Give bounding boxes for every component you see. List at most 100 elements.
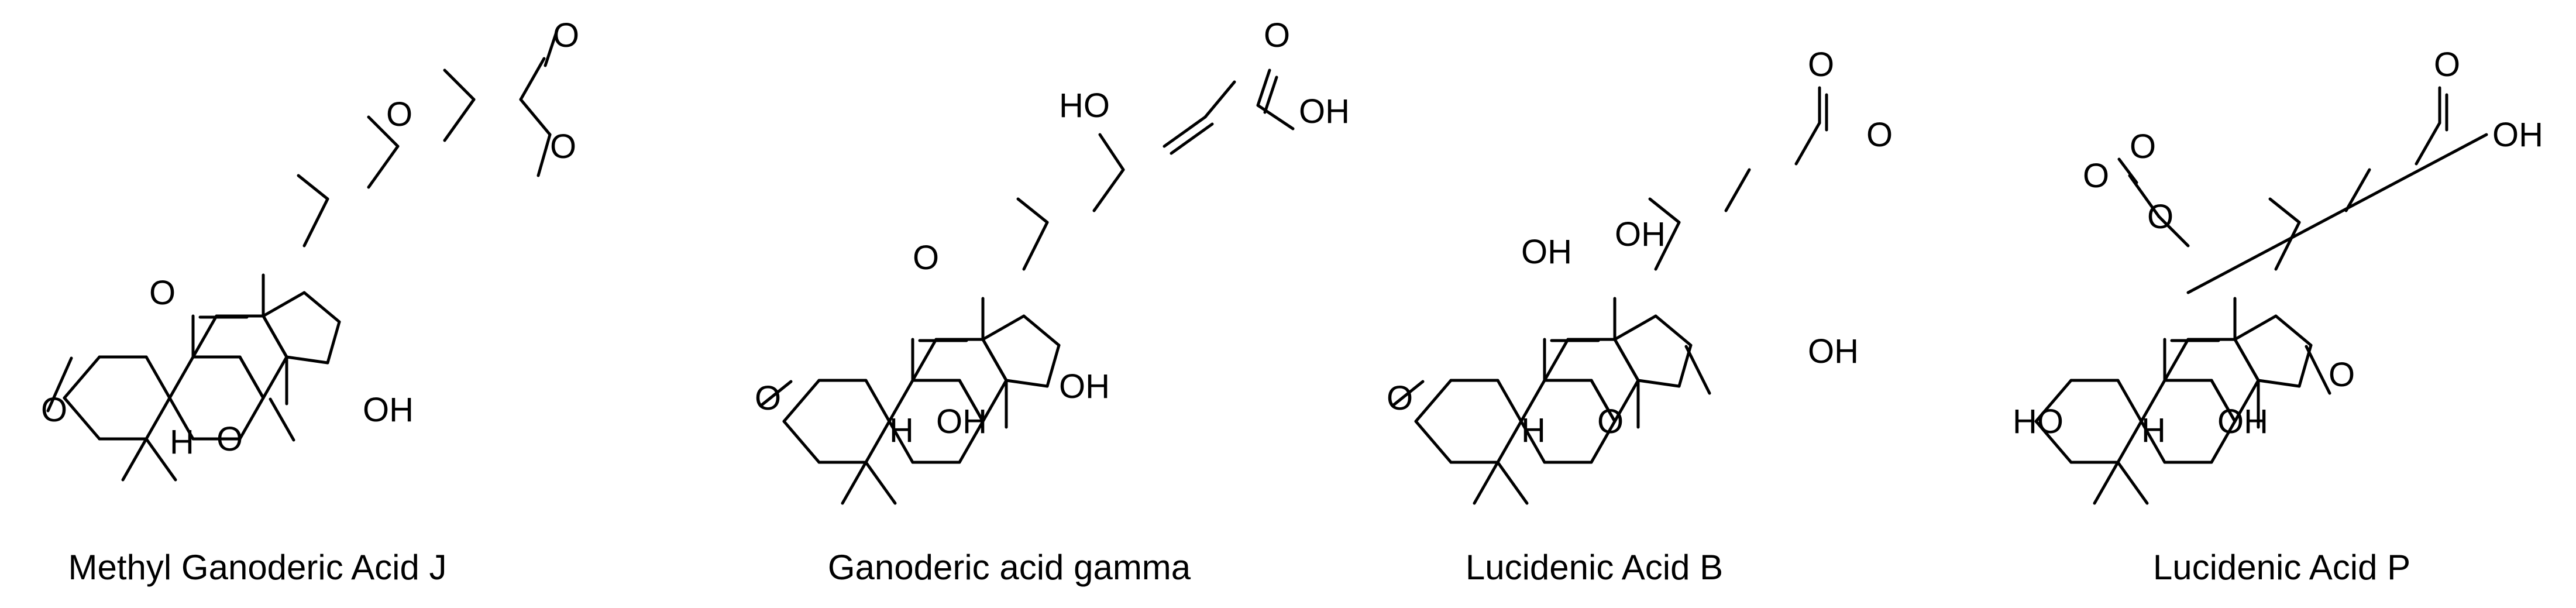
ring-c-bond <box>1590 379 1617 423</box>
ring-c-bond <box>2233 379 2260 423</box>
atom-label: O <box>216 420 243 458</box>
ring-b-bond <box>238 396 265 441</box>
side-chain-bond <box>367 115 400 148</box>
side-chain-bond <box>443 98 476 142</box>
side-chain-bond <box>1022 221 1049 271</box>
ring-d-bond <box>302 291 341 324</box>
methyl-bond <box>121 437 148 482</box>
ring-d-bond <box>1022 314 1061 347</box>
ring-b-bond <box>888 420 914 464</box>
ring-d-bond <box>262 314 288 359</box>
atom-label: OH <box>1615 215 1666 253</box>
atom-label: OH <box>2492 116 2543 154</box>
atom-label: OH <box>936 403 987 441</box>
ring-a-bond <box>1414 420 1453 464</box>
atom-label: H <box>1521 411 1546 449</box>
double-bond <box>1684 345 1711 395</box>
ring-d-bond <box>285 355 329 365</box>
ring-d-bond <box>1613 338 1640 382</box>
ring-d-bond <box>1045 343 1061 388</box>
ring-b-bond <box>2140 379 2166 423</box>
ring-d-bond <box>1005 379 1049 388</box>
methyl-bond <box>841 461 868 505</box>
ring-b-bond <box>1519 379 1546 423</box>
double-bond <box>1263 75 1278 114</box>
methyl-bond <box>1496 461 1529 505</box>
ring-a-bond <box>63 396 101 441</box>
atom-label: O <box>1866 116 1893 154</box>
ring-a-bond <box>2116 379 2143 423</box>
atom-label: O <box>550 128 576 166</box>
ring-b-bond <box>888 379 914 423</box>
side-chain-bond <box>1098 133 1125 171</box>
ring-d-bond <box>2257 379 2301 388</box>
atom-label: O <box>1264 16 1290 54</box>
ring-a-bond <box>1414 379 1453 423</box>
ring-d-bond <box>1613 314 1657 341</box>
ring-b-bond <box>2140 420 2166 464</box>
ring-b-bond <box>168 396 195 441</box>
atom-label: H <box>170 423 194 461</box>
side-chain-bond <box>1256 68 1271 107</box>
ring-c-bond <box>911 338 938 382</box>
atom-label: O <box>2329 356 2355 394</box>
side-chain-bond <box>2274 221 2301 271</box>
side-chain-bond <box>1794 121 1821 166</box>
compound-caption: Lucidenic Acid B <box>1465 548 1724 587</box>
atom-label: HO <box>2013 403 2063 441</box>
ring-d-bond <box>1636 379 1681 388</box>
double-bond <box>1170 122 1214 155</box>
side-chain-bond <box>297 174 329 201</box>
atom-label: OH <box>2217 403 2268 441</box>
atom-label: O <box>1808 46 1834 84</box>
atom-label: OH <box>1808 332 1859 370</box>
side-chain-bond <box>2268 197 2301 224</box>
atom-label: O <box>2147 198 2173 236</box>
ring-b-bond <box>168 355 195 400</box>
atom-label: O <box>1387 379 1413 417</box>
side-chain-bond <box>302 197 329 248</box>
side-chain-bond <box>2128 174 2161 218</box>
ring-a-bond <box>145 355 171 400</box>
side-chain-bond <box>1648 197 1681 224</box>
atom-label: O <box>2434 46 2460 84</box>
compound-caption: Methyl Ganoderic Acid J <box>68 548 447 587</box>
atom-label: O <box>553 16 579 54</box>
ring-d-bond <box>981 314 1026 341</box>
ring-c-bond <box>2163 338 2190 382</box>
atom-label: OH <box>1059 367 1110 406</box>
double-bond <box>46 356 73 413</box>
atom-label: OH <box>1299 92 1350 130</box>
side-chain-bond <box>519 98 552 136</box>
methyl-bond <box>1473 461 1499 505</box>
atom-label: O <box>386 95 412 133</box>
side-chain-bond <box>536 133 552 177</box>
methyl-bond <box>2116 461 2149 505</box>
atom-label: OH <box>363 391 414 429</box>
double-bond <box>1392 380 1425 407</box>
ring-a-bond <box>2034 420 2073 464</box>
ring-d-bond <box>981 338 1008 382</box>
side-chain-bond <box>1203 80 1236 119</box>
ring-a-bond <box>864 420 891 464</box>
ring-b-bond <box>1590 420 1617 464</box>
compound-caption: Ganoderic acid gamma <box>827 548 1191 587</box>
atom-label: O <box>913 239 939 277</box>
atom-label: H <box>2141 411 2166 449</box>
ring-a-bond <box>2034 379 2073 423</box>
ring-c-bond <box>238 355 265 400</box>
ring-d-bond <box>2233 314 2278 341</box>
ring-c-bond <box>981 379 1008 423</box>
ring-a-bond <box>145 396 171 441</box>
ring-d-bond <box>1654 314 1693 347</box>
side-chain-bond <box>1256 104 1295 130</box>
ring-b-bond <box>2210 420 2237 464</box>
side-chain-bond <box>2186 133 2488 294</box>
ring-b-bond <box>1519 420 1546 464</box>
ring-a-bond <box>782 420 821 464</box>
ring-a-bond <box>782 379 821 423</box>
ring-a-bond <box>1496 379 1523 423</box>
ring-a-bond <box>864 379 891 423</box>
